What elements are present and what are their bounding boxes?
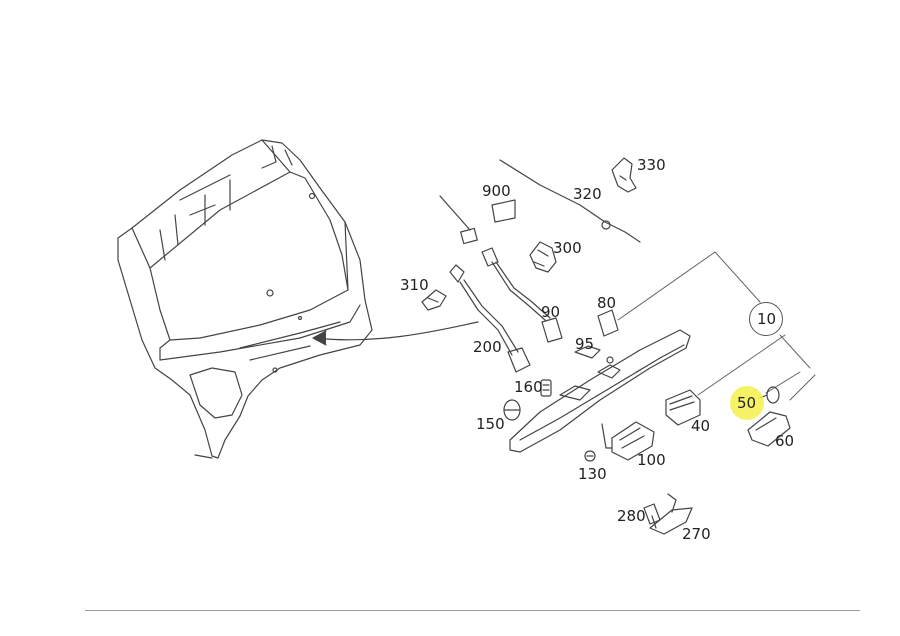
part-200-harness: [449, 264, 531, 373]
callout-circle-10: [749, 302, 783, 336]
part-900-drawing: [439, 195, 516, 245]
label-part-200: 200: [473, 338, 502, 356]
part-50-highlight: [730, 386, 764, 420]
part-300-drawing: [529, 241, 557, 273]
part-330-drawing: [611, 157, 637, 193]
label-part-130: 130: [578, 465, 607, 483]
label-part-100: 100: [637, 451, 666, 469]
part-130-drawing: [584, 450, 596, 462]
label-part-270: 270: [682, 525, 711, 543]
assembly-arrow: [312, 321, 479, 346]
label-part-310: 310: [400, 276, 429, 294]
part-100-drawing: [601, 421, 655, 461]
label-part-10: 10: [757, 310, 777, 328]
part-270-drawing: [649, 493, 693, 535]
part-90-harness: [481, 247, 563, 343]
label-part-50: 50: [737, 394, 757, 412]
leader-lines-part-10: [617, 251, 816, 401]
part-280-drawing: [643, 503, 661, 529]
part-40-drawing: [665, 389, 701, 426]
tailgate-drawing: [117, 139, 373, 459]
label-part-80: 80: [597, 294, 617, 312]
part-60-drawing: [747, 411, 791, 447]
label-part-40: 40: [691, 417, 711, 435]
label-part-320: 320: [573, 185, 602, 203]
label-part-280: 280: [617, 507, 646, 525]
footer-rule: [85, 610, 860, 611]
part-160-drawing: [540, 379, 552, 397]
tailgate-handle-strip: [509, 329, 691, 453]
part-320-cable: [499, 159, 641, 243]
label-part-300: 300: [553, 239, 582, 257]
label-part-330: 330: [637, 156, 666, 174]
label-part-90: 90: [541, 303, 561, 321]
label-part-160: 160: [514, 378, 543, 396]
part-310-drawing: [421, 289, 447, 311]
part-80-drawing: [597, 309, 619, 337]
label-part-60: 60: [775, 432, 795, 450]
label-part-150: 150: [476, 415, 505, 433]
part-150-drawing: [503, 399, 521, 421]
part-95-drawing: [574, 345, 614, 364]
label-part-95: 95: [575, 335, 595, 353]
label-part-900: 900: [482, 182, 511, 200]
